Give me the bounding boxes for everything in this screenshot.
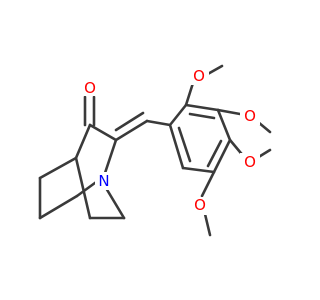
- bonds: [38, 64, 272, 237]
- atom-o-methoxy-top: O: [193, 67, 205, 85]
- bond-ch-to-ch2-3: [74, 156, 92, 220]
- bond-ring-c2-c3-inner: [188, 112, 216, 120]
- bond-ring-to-o-dioxole-1: [216, 108, 242, 116]
- bond-o-to-ch3-bottom: [203, 212, 212, 237]
- bond-ketone-c-to-alpha-c: [88, 123, 118, 142]
- atom-o-methoxy-bottom: O: [194, 196, 206, 214]
- bond-ring-c5-c6: [181, 166, 216, 174]
- bond-ring-c6-c1-inner: [177, 126, 192, 163]
- atom-o-ketone: O: [84, 79, 96, 97]
- bond-ring-c1-c2: [168, 103, 188, 127]
- bond-ring-c4-c5: [212, 138, 232, 174]
- atom-labels: O N O O O O: [80, 67, 260, 215]
- bond-ring-to-o-methoxy-top: [184, 81, 195, 107]
- bond-ketone-c-to-ch: [74, 123, 92, 160]
- bond-vinyl-to-ring: [145, 119, 172, 127]
- atom-n-bridgehead: N: [98, 172, 109, 190]
- bond-ring-to-o-methoxy-bottom: [200, 170, 216, 198]
- bond-n-to-ch2-2: [104, 186, 126, 220]
- bond-alpha-c-to-vinyl-1: [114, 119, 149, 142]
- molecule-structure: O N O O O O: [38, 64, 272, 237]
- bond-ring-c2-c3: [184, 103, 220, 112]
- atom-o-dioxole-2: O: [244, 153, 256, 171]
- atom-o-dioxole-1: O: [244, 107, 256, 125]
- bond-ring-c3-c4: [216, 108, 232, 142]
- bond-alpha-c-to-vinyl-2: [114, 111, 145, 132]
- bond-ring-c6-c1: [168, 123, 185, 170]
- bond-alpha-c-to-n: [102, 138, 118, 178]
- bond-ch-to-ch2-1: [38, 156, 78, 180]
- bond-ring-c4-c5-inner: [206, 139, 223, 168]
- bond-ch2-1-to-ch2-2: [38, 194, 79, 220]
